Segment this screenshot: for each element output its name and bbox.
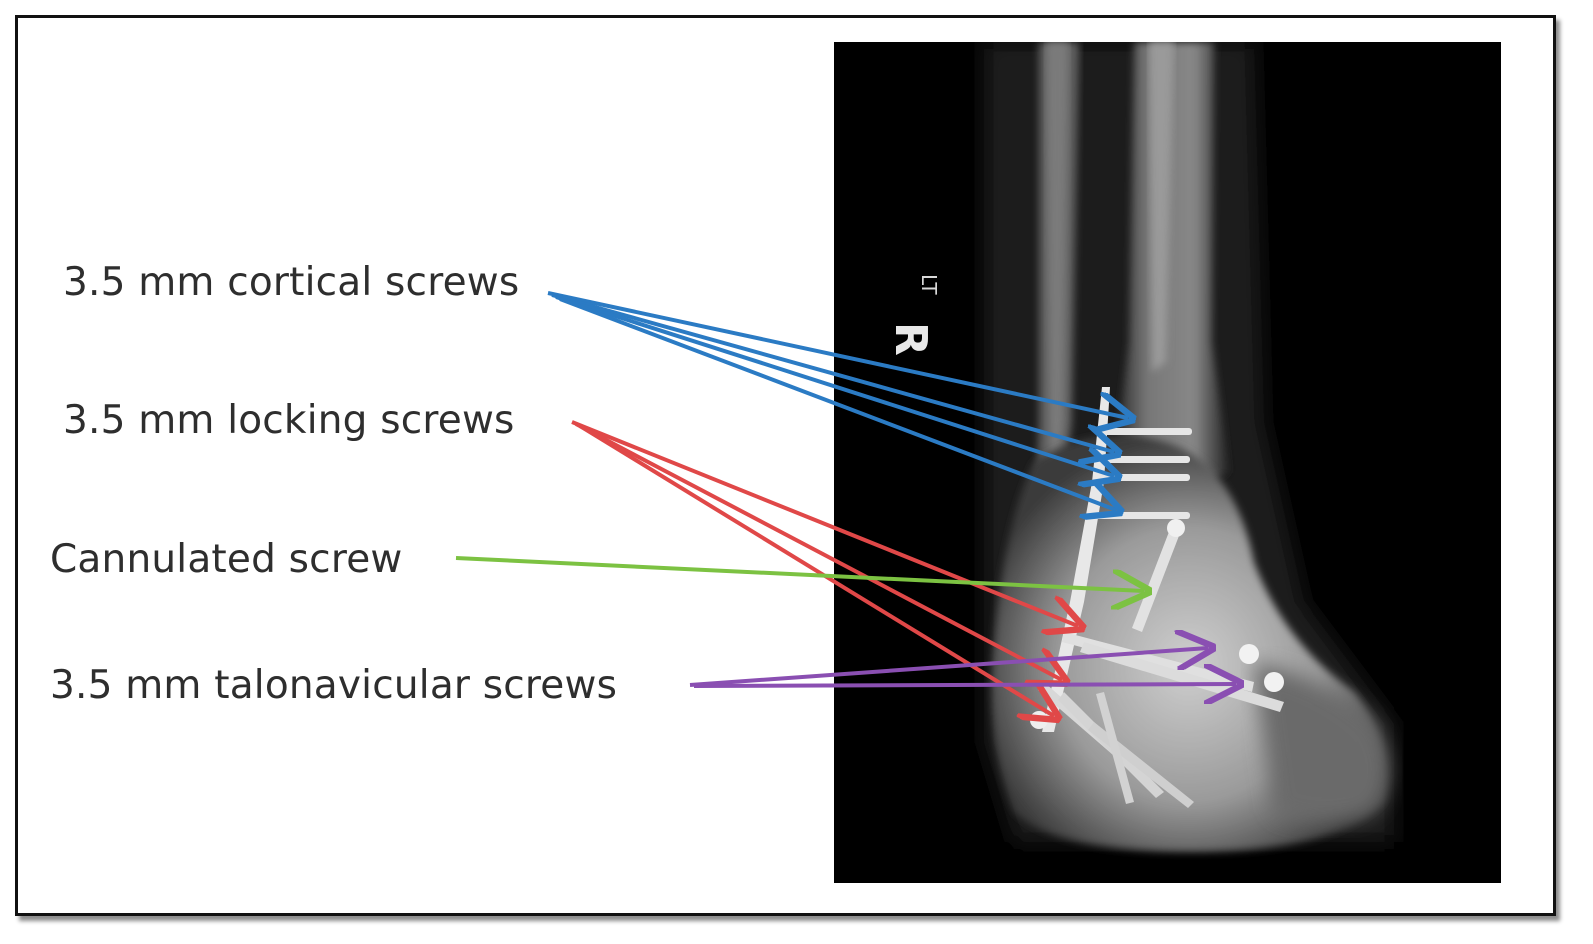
arrow-cortical-3 [555,295,1114,476]
xray-marker-small: LT [917,274,941,295]
arrow-cannulated-1 [455,556,1144,591]
cannulated-arrows [455,556,1144,591]
arrow-cortical-1 [547,291,1128,418]
arrow-locking-3 [578,424,1054,716]
arrow-locking-2 [575,422,1062,680]
label-cortical-screws: 3.5 mm cortical screws [63,260,520,305]
talonavicular-arrows [689,648,1236,687]
label-locking-screws: 3.5 mm locking screws [63,398,515,443]
xray-image: R LT [834,42,1501,883]
locking-arrows [571,420,1078,716]
xray-marker: R [885,322,936,356]
label-talonavicular-screws: 3.5 mm talonavicular screws [50,663,618,708]
arrow-talonavicular-1 [689,648,1208,687]
label-cannulated-screw: Cannulated screw [50,537,403,582]
arrow-talonavicular-2 [693,684,1236,686]
arrow-cortical-2 [551,293,1114,452]
cortical-arrows [547,291,1128,510]
arrow-locking-1 [571,420,1078,626]
arrow-cortical-4 [559,297,1116,510]
